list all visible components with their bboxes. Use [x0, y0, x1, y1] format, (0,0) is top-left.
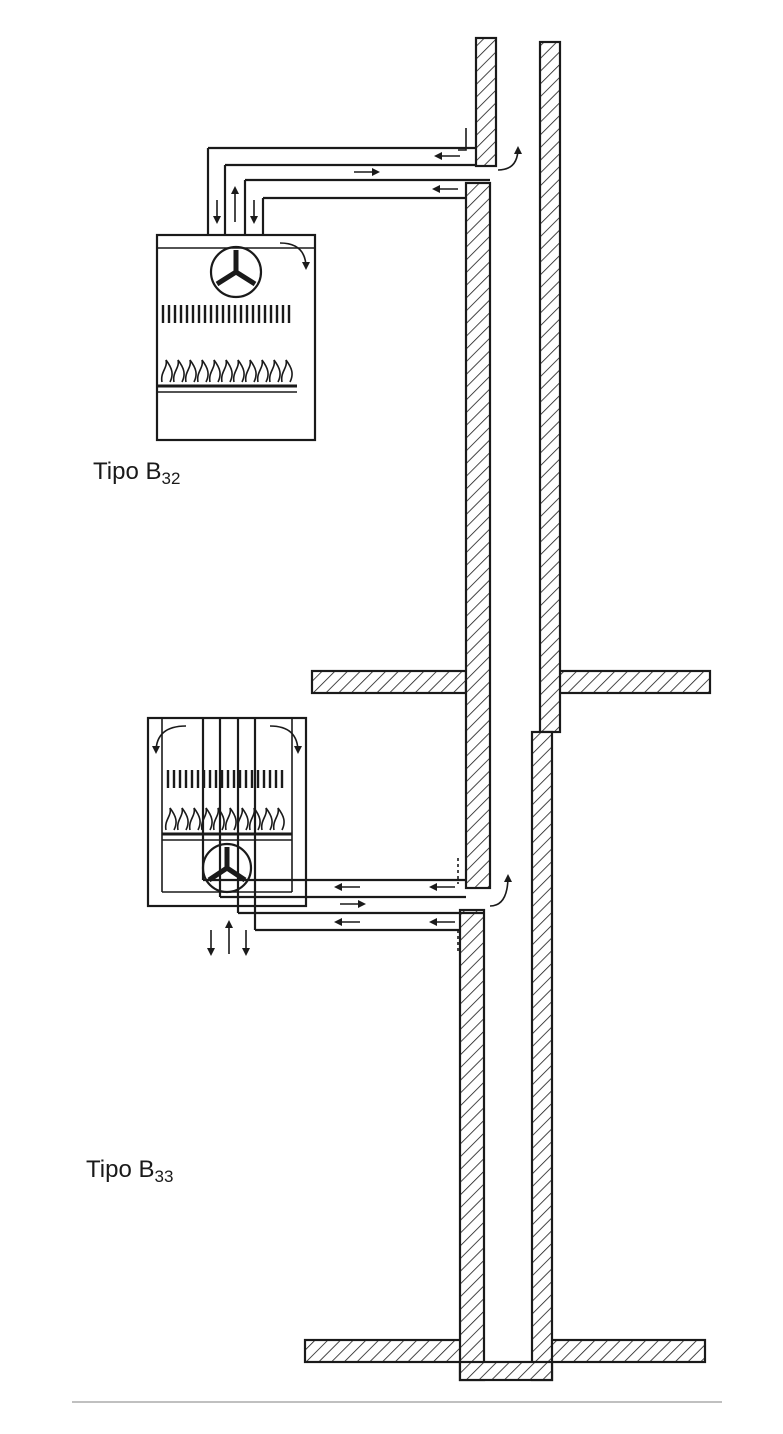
- label-tipo-b32: Tipo B32: [93, 458, 180, 489]
- burner-flames-icon: [164, 807, 285, 831]
- flow-arrows-lower: [152, 725, 512, 956]
- appliance-b32: [155, 146, 490, 442]
- burner-flames-icon: [160, 359, 293, 383]
- label-prefix: Tipo B: [93, 458, 162, 485]
- heat-exchanger-icon: [161, 305, 291, 323]
- chimney: [458, 36, 562, 1382]
- appliance-b33: [146, 716, 484, 932]
- heat-exchanger-icon: [166, 770, 284, 788]
- floor-slab-upper: [310, 669, 712, 695]
- label-subscript: 33: [154, 1167, 174, 1186]
- floor-slab-lower: [303, 1338, 707, 1364]
- flow-arrows-upper: [213, 128, 522, 270]
- fan-icon: [201, 842, 253, 894]
- fan-icon: [209, 245, 263, 299]
- label-prefix: Tipo B: [86, 1156, 155, 1183]
- label-subscript: 32: [161, 469, 181, 488]
- label-tipo-b33: Tipo B33: [86, 1156, 173, 1187]
